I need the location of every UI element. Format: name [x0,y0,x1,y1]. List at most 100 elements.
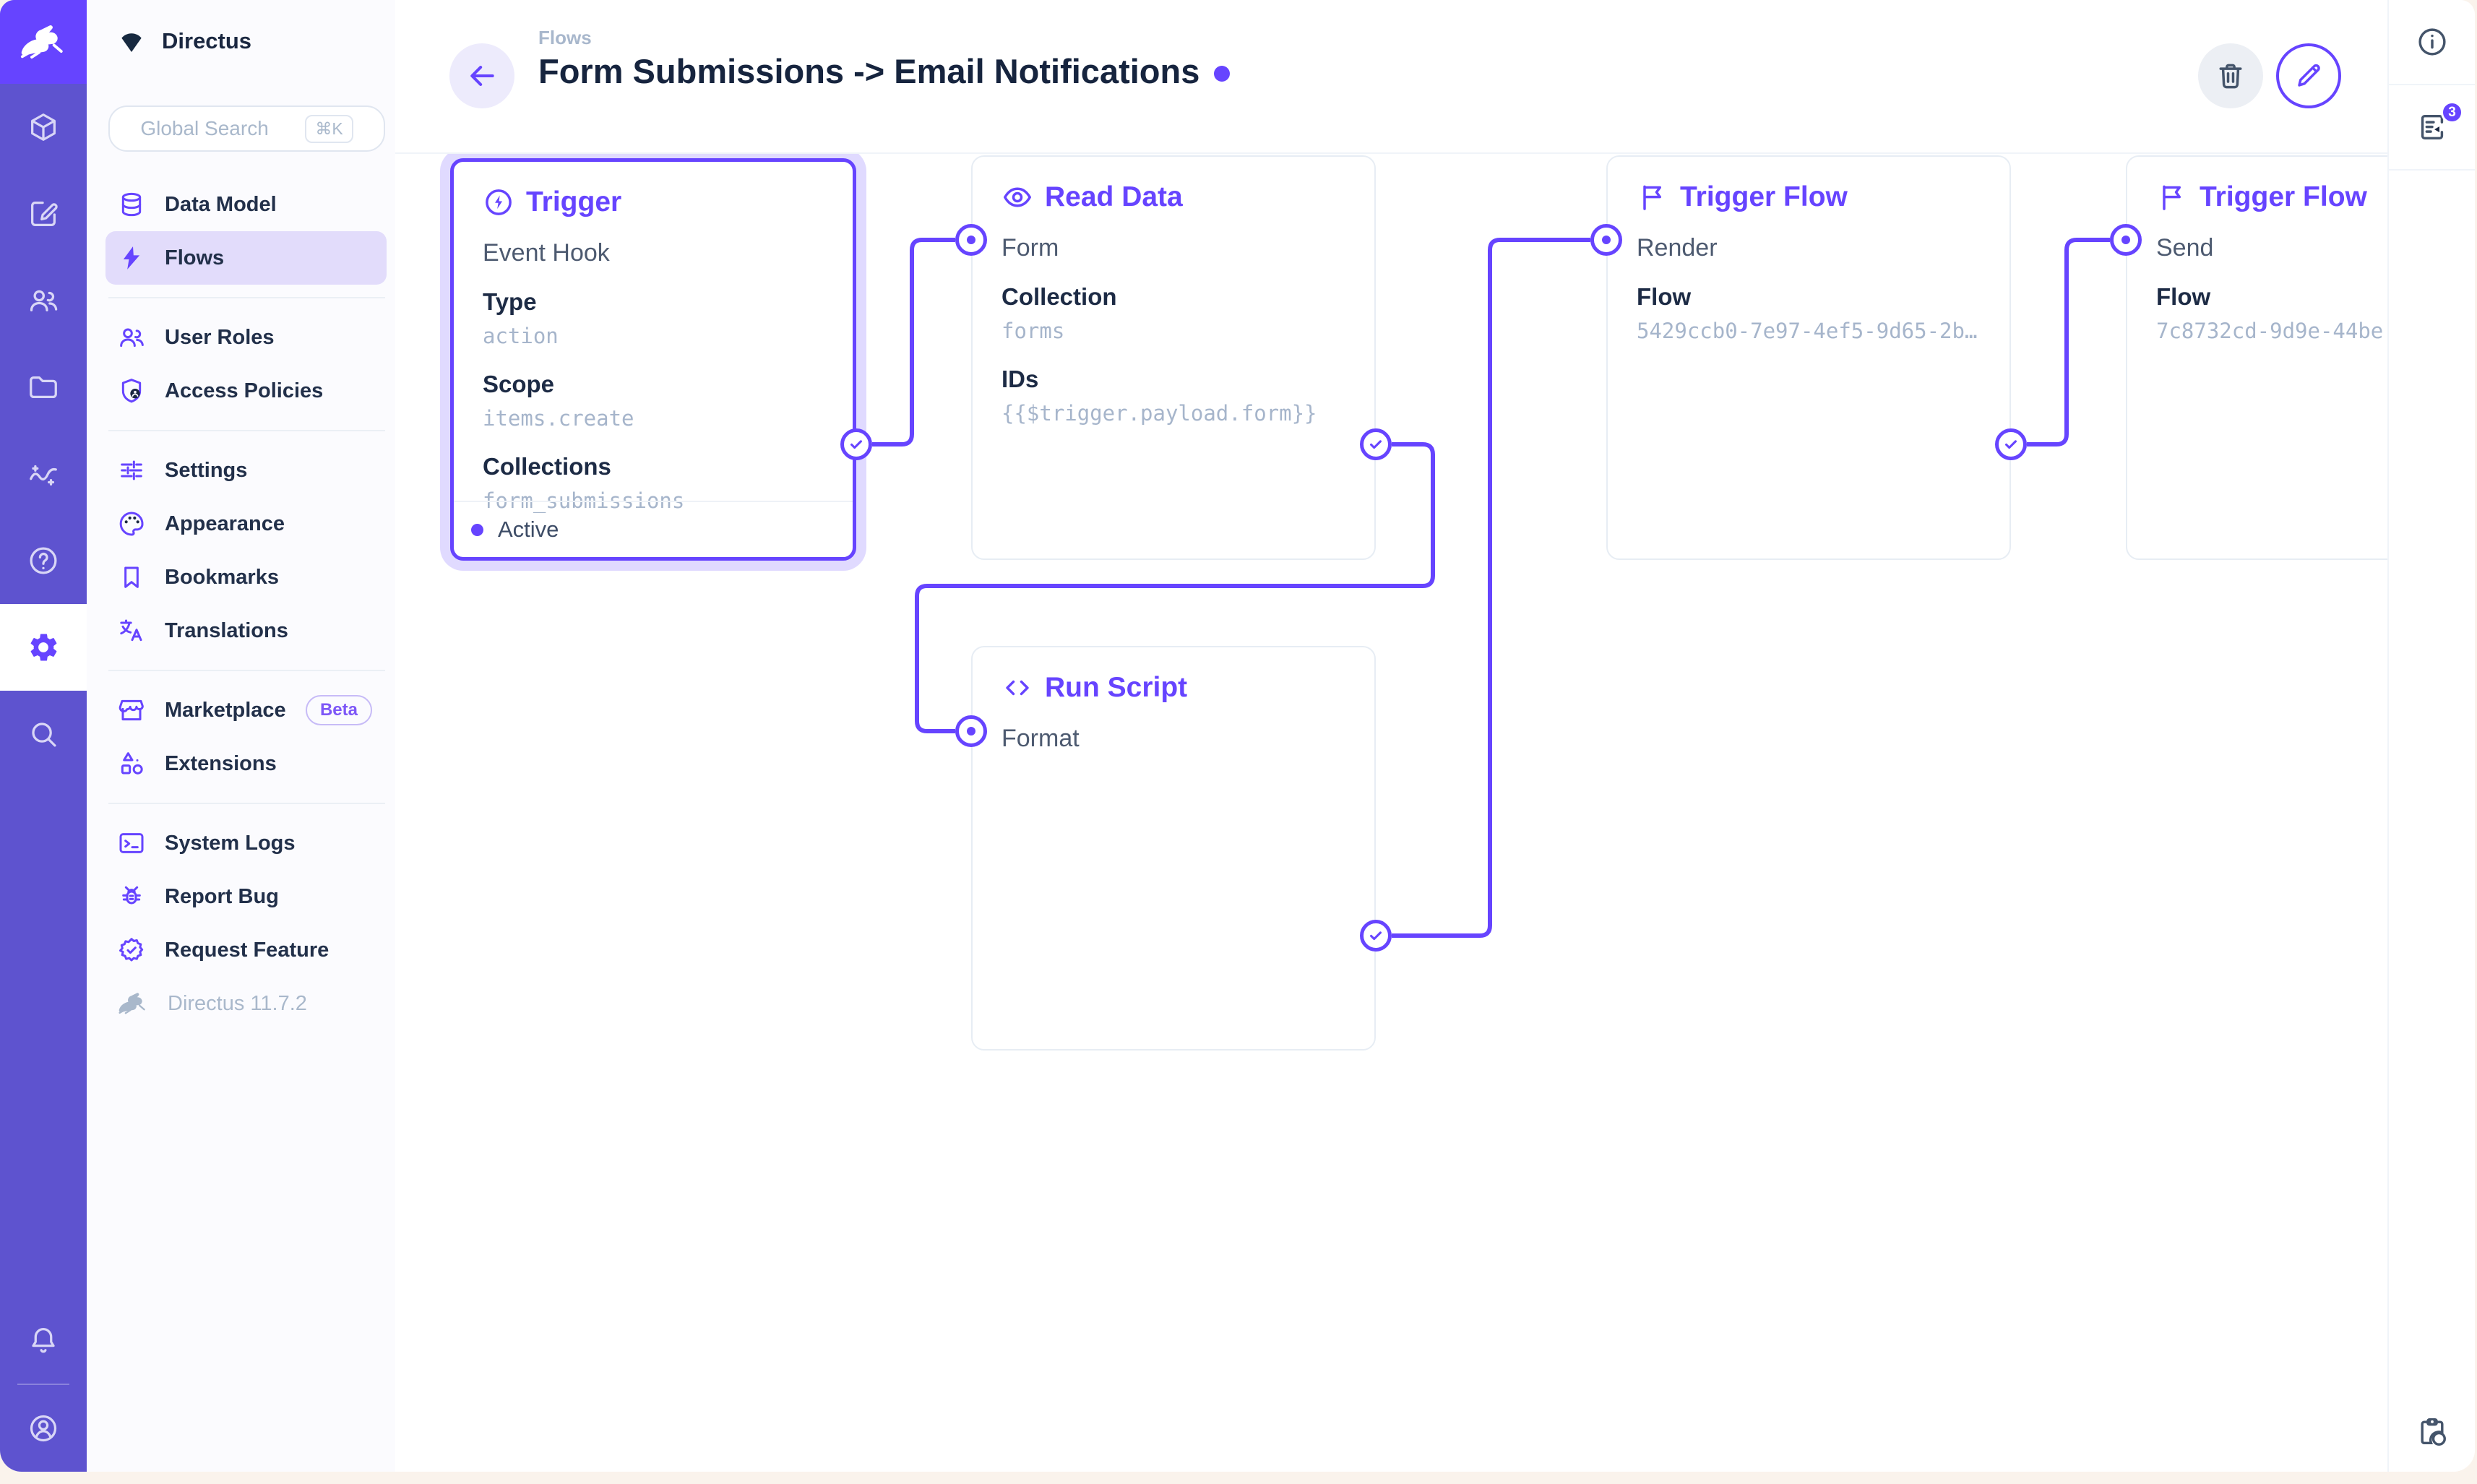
sidebar-item-data-model[interactable]: Data Model [105,178,387,231]
node-name: Render [1637,234,1718,262]
node-name: Event Hook [483,239,610,267]
feature-seal-icon [117,936,146,965]
connector-trigger-flow-1-input[interactable] [1590,224,1622,256]
node-run-script[interactable]: Run Script Format [971,646,1376,1051]
right-rail-divider [2389,84,2475,85]
title-block: Flows Form Submissions -> Email Notifica… [538,26,1231,94]
help-icon [27,544,60,577]
settings-sidebar: Directus ⌘K Data Model Flows User Roles … [87,0,395,1472]
sidebar-item-label: Request Feature [165,938,329,962]
notifications-count-badge: 3 [2441,101,2463,124]
sidebar-item-report-bug[interactable]: Report Bug [105,870,387,923]
terminal-icon [117,829,146,858]
node-trigger[interactable]: Trigger Event Hook Type action Scope ite… [450,158,856,561]
module-help[interactable] [0,517,87,604]
flow-canvas[interactable]: Trigger Event Hook Type action Scope ite… [395,154,2387,1472]
input-dot [967,727,975,735]
connector-trigger-flow-2-input[interactable] [2110,224,2142,256]
field-label: IDs [1001,366,1039,392]
sidebar-item-label: Translations [165,618,288,642]
edit-flow-button[interactable] [2276,43,2341,108]
breadcrumb[interactable]: Flows [538,27,592,48]
module-settings[interactable] [0,604,87,691]
nav-divider [108,670,385,671]
module-files[interactable] [0,344,87,431]
sidebar-item-access-policies[interactable]: Access Policies [105,364,387,418]
node-title-label: Trigger [526,186,622,217]
content-cube-icon [27,111,60,144]
bolt-icon [117,243,146,272]
field-label: Scope [483,371,555,397]
sidebar-item-label: Flows [165,246,225,269]
connector-trigger-flow-1-resolve[interactable] [1995,428,2027,460]
notifications-button[interactable] [0,1297,87,1384]
sidebar-item-bookmarks[interactable]: Bookmarks [105,551,387,604]
sidebar-item-translations[interactable]: Translations [105,604,387,657]
info-icon [2416,25,2449,59]
connector-run-script-resolve[interactable] [1360,920,1392,952]
global-search[interactable]: ⌘K [108,105,385,152]
sidebar-item-appearance[interactable]: Appearance [105,497,387,551]
right-sidebar: 3 [2387,0,2475,1472]
sidebar-item-request-feature[interactable]: Request Feature [105,923,387,977]
sidebar-item-user-roles[interactable]: User Roles [105,311,387,364]
module-users[interactable] [0,257,87,344]
module-bar [0,0,87,1472]
access-policies-icon [117,376,146,405]
sidebar-item-label: Bookmarks [165,565,279,589]
node-name: Send [2156,234,2214,262]
notifications-bell-icon [27,1324,60,1357]
sidebar-item-label: Marketplace [165,698,286,722]
storefront-icon [117,696,146,725]
connector-read-data-resolve[interactable] [1360,428,1392,460]
main-area: Flows Form Submissions -> Email Notifica… [395,0,2387,1472]
field-label: Flow [2156,283,2211,310]
module-bar-spacer [0,777,87,1297]
settings-nav: Data Model Flows User Roles Access Polic… [87,178,395,1030]
node-trigger-flow-send[interactable]: Trigger Flow Send Flow 7c8732cd-9d9e-44b… [2126,155,2387,560]
node-trigger-flow-render[interactable]: Trigger Flow Render Flow 5429ccb0-7e97-4… [1606,155,2011,560]
check-icon [848,436,864,452]
node-title-label: Trigger Flow [1680,181,1848,212]
sidebar-item-settings[interactable]: Settings [105,444,387,497]
info-button[interactable] [2389,0,2475,84]
page-header: Flows Form Submissions -> Email Notifica… [395,0,2387,154]
module-insights[interactable] [0,431,87,517]
account-button[interactable] [0,1385,87,1472]
module-content[interactable] [0,84,87,171]
nav-divider [108,803,385,804]
rabbit-version-icon [117,988,149,1019]
node-read-data[interactable]: Read Data Form Collection forms IDs {{$t… [971,155,1376,560]
sidebar-item-extensions[interactable]: Extensions [105,737,387,790]
sidebar-item-label: Appearance [165,512,285,535]
trash-icon [2215,60,2246,92]
directus-logo-tile[interactable] [0,0,87,84]
sidebar-item-flows[interactable]: Flows [105,231,387,285]
connector-read-data-input[interactable] [955,224,987,256]
search-input[interactable] [140,117,293,140]
back-button[interactable] [449,43,514,108]
field-value: items.create [483,406,634,431]
delete-flow-button[interactable] [2198,43,2263,108]
project-row[interactable]: Directus [87,0,395,82]
sidebar-item-marketplace[interactable]: Marketplace Beta [105,683,387,737]
check-icon [1368,928,1384,944]
connector-run-script-input[interactable] [955,715,987,747]
input-dot [2121,236,2130,244]
field-label: Type [483,288,537,315]
sidebar-item-label: System Logs [165,831,296,855]
flag-icon [2156,181,2188,213]
sidebar-item-system-logs[interactable]: System Logs [105,816,387,870]
code-icon [1001,672,1033,704]
module-search[interactable] [0,691,87,777]
module-editor[interactable] [0,171,87,257]
logs-button[interactable]: 3 [2389,85,2475,169]
connector-trigger-resolve[interactable] [840,428,872,460]
check-icon [2003,436,2019,452]
revisions-button[interactable] [2389,1392,2475,1472]
nav-divider [108,297,385,298]
nav-divider [108,430,385,431]
flow-wires [872,238,2110,938]
settings-gear-icon [27,631,60,664]
module-bar-divider [17,1384,69,1385]
